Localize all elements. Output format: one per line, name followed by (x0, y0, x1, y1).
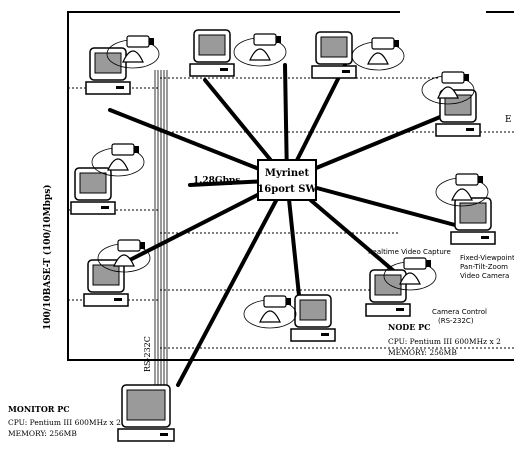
camera-icon (372, 38, 394, 49)
camera-base-icon (368, 53, 388, 64)
camera-lens-icon (276, 36, 281, 43)
camera-base-icon (114, 255, 134, 266)
node-pc-cpu: CPU: Pentium III 600MHz x 2 (388, 337, 501, 346)
screen-icon (321, 37, 347, 57)
screen-icon (199, 35, 225, 55)
realtime-capture-label: Realtime Video Capture (368, 248, 451, 256)
camera-lens-icon (140, 242, 145, 249)
myrinet-link-11 (178, 180, 287, 385)
camera-base-icon (438, 87, 458, 98)
camera-icon (127, 36, 149, 47)
camera-base-icon (452, 189, 472, 200)
camera-type-line1: Fixed-Viewpoint (460, 254, 514, 262)
drive-slot-icon (220, 68, 228, 71)
camera-control-line2: (RS-232C) (438, 317, 474, 325)
camera-icon (404, 258, 426, 269)
serial-label: RS-232C (143, 336, 152, 372)
rs232c-bundle (155, 70, 167, 385)
drive-slot-icon (342, 70, 350, 73)
camera-type-line3: Video Camera (460, 272, 509, 280)
camera-icon (264, 296, 286, 307)
link-speed-label: 1.28Gbps (193, 176, 240, 186)
switch-label-line2: 16port SW (257, 184, 317, 195)
screen-icon (300, 300, 326, 320)
node-pc-2 (190, 30, 286, 76)
screen-icon (80, 173, 106, 193)
camera-icon (254, 34, 276, 45)
camera-icon (112, 144, 134, 155)
screen-icon (375, 275, 401, 295)
screen-icon (95, 53, 121, 73)
drive-slot-icon (101, 206, 109, 209)
camera-icon (456, 174, 478, 185)
drive-slot-icon (160, 433, 168, 436)
node-pc-6 (366, 258, 436, 316)
node-pc-7 (244, 295, 335, 341)
drive-slot-icon (116, 86, 124, 89)
monitor-pc-cpu: CPU: Pentium III 600MHz x 2 (8, 418, 121, 427)
camera-lens-icon (478, 176, 483, 183)
monitor-pc (118, 385, 174, 441)
screen-icon (127, 390, 165, 420)
camera-icon (442, 72, 464, 83)
node-pc-4 (422, 72, 480, 136)
camera-lens-icon (286, 298, 291, 305)
drive-slot-icon (396, 308, 404, 311)
camera-lens-icon (149, 38, 154, 45)
node-pcs (71, 30, 495, 441)
ethernet-label: 100/10BASE-T (100/10Mbps) (42, 184, 53, 330)
drive-slot-icon (481, 236, 489, 239)
monitor-pc-title: MONITOR PC (8, 404, 70, 414)
monitor-pc-memory: MEMORY: 256MB (8, 429, 77, 438)
node-pc-title: NODE PC (388, 322, 430, 332)
myrinet-switch: Myrinet 16port SW (257, 160, 317, 200)
camera-base-icon (250, 49, 270, 60)
node-pc-1 (86, 36, 159, 94)
node-pc-8 (71, 144, 144, 214)
node-pc-5 (436, 174, 495, 244)
node-pc-3 (312, 32, 404, 78)
edge-mark: E (505, 115, 512, 125)
camera-lens-icon (426, 260, 431, 267)
switch-label-line1: Myrinet (265, 168, 310, 179)
node-pc-memory: MEMORY: 256MB (388, 348, 457, 357)
drive-slot-icon (321, 333, 329, 336)
camera-lens-icon (134, 146, 139, 153)
camera-control-line1: Camera Control (432, 308, 487, 316)
drive-slot-icon (466, 128, 474, 131)
camera-type-line2: Pan-Tilt-Zoom (460, 263, 508, 271)
node-pc-9 (84, 240, 150, 306)
camera-base-icon (260, 311, 280, 322)
drive-slot-icon (114, 298, 122, 301)
camera-icon (118, 240, 140, 251)
camera-base-icon (108, 159, 128, 170)
camera-lens-icon (464, 74, 469, 81)
camera-lens-icon (394, 40, 399, 47)
